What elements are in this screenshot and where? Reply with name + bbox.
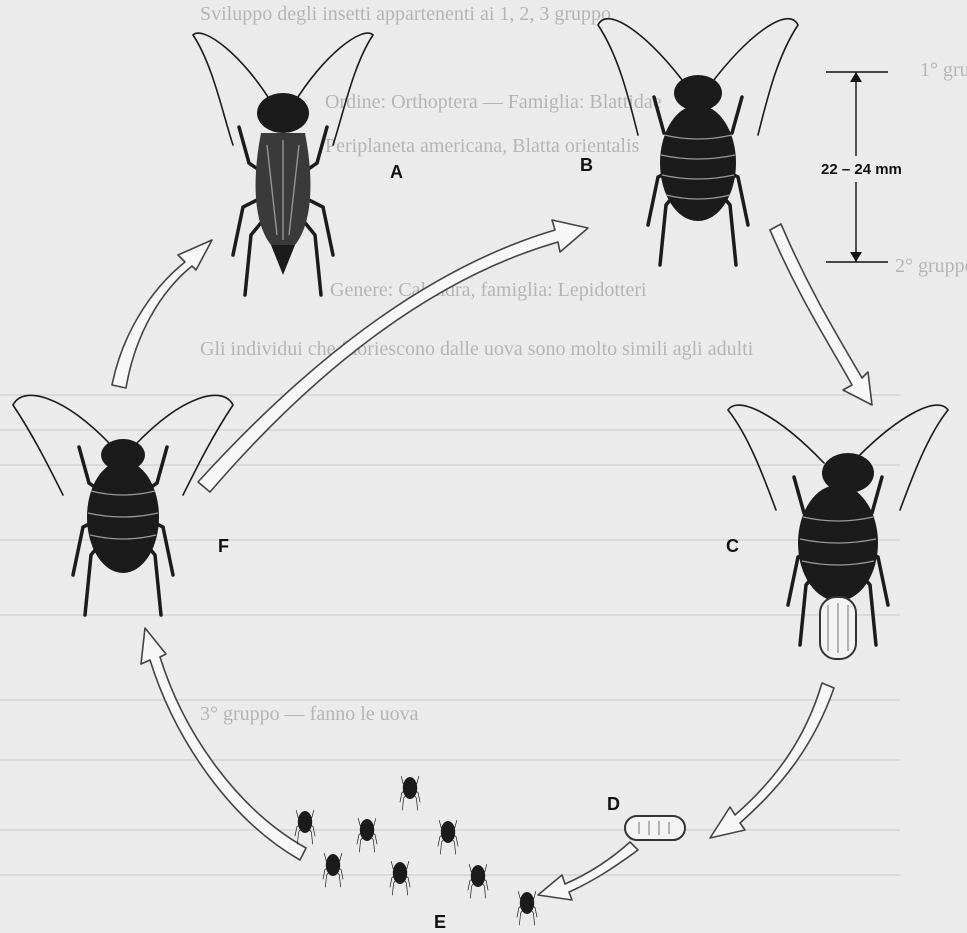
cycle-arrows bbox=[112, 220, 872, 900]
bg-line: 2° gruppo bbox=[895, 255, 967, 277]
stage-label-a: A bbox=[390, 162, 403, 182]
arrow-e-to-f bbox=[141, 628, 306, 860]
cockroach-nymph-f bbox=[13, 395, 233, 615]
bg-line: 3° gruppo — fanno le uova bbox=[200, 703, 419, 725]
stage-label-f: F bbox=[218, 536, 229, 556]
nymph-cluster-e bbox=[295, 776, 537, 925]
stage-label-e: E bbox=[434, 912, 446, 932]
arrow-d-to-e bbox=[538, 842, 638, 900]
background-page-text: Sviluppo degli insetti appartenenti ai 1… bbox=[0, 3, 967, 875]
arrow-f-to-a bbox=[112, 240, 212, 388]
bg-line: Periplaneta americana, Blatta orientalis bbox=[325, 135, 640, 157]
stage-label-c: C bbox=[726, 536, 739, 556]
cockroach-with-ootheca-c bbox=[728, 405, 948, 659]
cockroach-adult-a bbox=[193, 33, 373, 295]
bg-line: Gli individui che fuoriescono dalle uova… bbox=[200, 338, 754, 360]
scale-label: 22 – 24 mm bbox=[821, 161, 902, 178]
scale-bar: 22 – 24 mm bbox=[814, 72, 934, 262]
bg-line: 1° gruppo bbox=[920, 59, 967, 81]
bg-line: Ordine: Orthoptera — Famiglia: Blattidae bbox=[325, 91, 662, 113]
bg-line: Genere: Calandra, famiglia: Lepidotteri bbox=[330, 279, 647, 301]
ootheca-d bbox=[625, 816, 685, 840]
stage-label-d: D bbox=[607, 794, 620, 814]
bg-header: Sviluppo degli insetti appartenenti ai 1… bbox=[200, 3, 611, 25]
stage-label-b: B bbox=[580, 155, 593, 175]
